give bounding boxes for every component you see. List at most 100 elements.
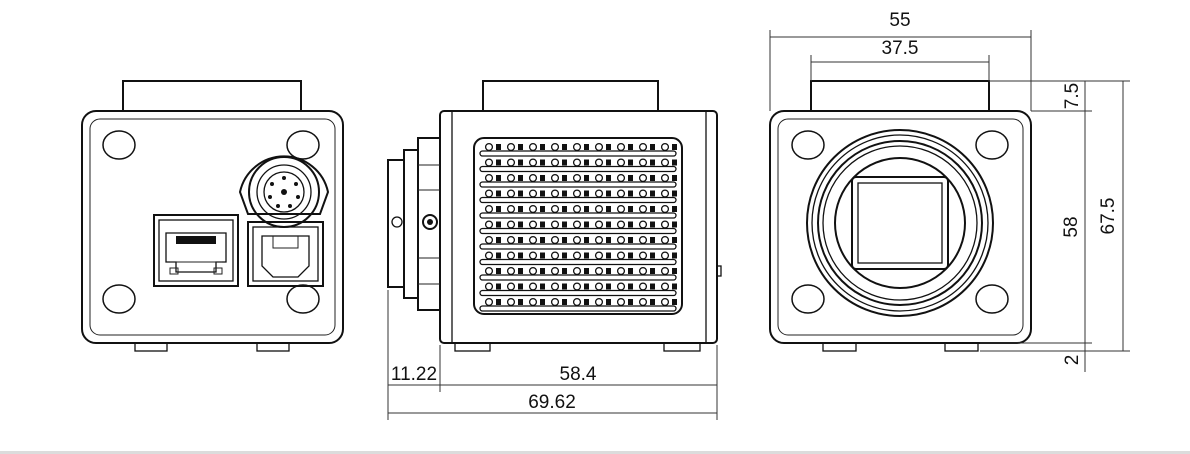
dim-height-overall: 67.5 — [1098, 198, 1119, 235]
vent-hole — [484, 142, 494, 152]
vent-fin — [606, 144, 611, 150]
vent-fin — [518, 237, 523, 243]
vent-fin — [540, 283, 545, 290]
vent-fin — [562, 299, 567, 305]
vent-fin — [540, 252, 545, 259]
dim-width-overall: 55 — [889, 10, 910, 31]
vent-fin — [562, 206, 567, 212]
dim-foot-height: 2 — [1062, 355, 1083, 366]
vent-fin — [496, 221, 501, 228]
vent-hole — [660, 158, 670, 167]
vent-fin — [606, 237, 611, 243]
vent-fin — [628, 252, 633, 259]
dim-top-tab-width: 37.5 — [882, 38, 919, 59]
vent-hole — [484, 266, 494, 276]
vent-fin — [628, 206, 633, 212]
vent-hole — [484, 251, 494, 260]
vent-fin — [562, 221, 567, 228]
vent-fin — [584, 252, 589, 259]
vent-hole — [616, 204, 626, 214]
vent-fin — [562, 144, 567, 150]
dimension-lines — [387, 30, 1130, 420]
vent-fin — [584, 299, 589, 305]
vent-fin — [606, 206, 611, 212]
vent-fin — [496, 175, 501, 181]
vent-slot — [479, 289, 677, 297]
vent-fin — [518, 159, 523, 166]
vent-hole — [660, 235, 670, 245]
vent-fin — [628, 175, 633, 181]
mount-hole-icon — [791, 284, 825, 314]
vent-hole — [594, 266, 604, 276]
vent-fin — [628, 221, 633, 228]
vent-fin — [672, 283, 677, 290]
vent-hole — [572, 189, 582, 198]
vent-fin — [496, 268, 501, 274]
bottom-divider — [0, 451, 1190, 454]
vent-hole — [660, 142, 670, 152]
vent-hole — [484, 158, 494, 167]
vent-fin — [562, 159, 567, 166]
vent-fin — [650, 206, 655, 212]
vent-fin — [606, 252, 611, 259]
vent-hole — [528, 282, 538, 291]
vent-hole — [550, 158, 560, 167]
side-view — [387, 80, 722, 352]
vent-fin — [518, 144, 523, 150]
vent-hole — [660, 266, 670, 276]
vent-fin — [518, 283, 523, 290]
vent-fin — [650, 190, 655, 197]
vent-hole — [550, 189, 560, 198]
vent-hole — [638, 158, 648, 167]
vent-fin — [496, 159, 501, 166]
vent-hole — [550, 142, 560, 152]
vent-hole — [660, 282, 670, 291]
vent-hole — [528, 235, 538, 245]
vent-fin — [672, 299, 677, 305]
vent-hole — [506, 251, 516, 260]
vent-hole — [484, 220, 494, 229]
dim-body-height: 58 — [1061, 216, 1082, 237]
vent-fin — [628, 268, 633, 274]
dim-length-overall: 69.62 — [528, 392, 576, 413]
vent-hole — [550, 220, 560, 229]
vent-hole — [638, 173, 648, 183]
vent-fin — [584, 237, 589, 243]
vent-fin — [584, 190, 589, 197]
vent-fin — [562, 283, 567, 290]
vent-fin — [496, 299, 501, 305]
vent-hole — [506, 173, 516, 183]
vent-fin — [540, 175, 545, 181]
usb-port-icon — [247, 221, 324, 287]
mount-hole-icon — [975, 130, 1009, 160]
vent-hole — [594, 173, 604, 183]
vent-fin — [650, 252, 655, 259]
vent-hole — [638, 282, 648, 291]
vent-fin — [496, 144, 501, 150]
vent-hole — [616, 282, 626, 291]
vent-hole — [616, 266, 626, 276]
vent-slot — [479, 181, 677, 188]
rear-foot-right — [256, 342, 290, 352]
vent-fin — [628, 159, 633, 166]
vent-fin — [650, 221, 655, 228]
vent-hole — [594, 142, 604, 152]
vent-hole — [638, 297, 648, 307]
vent-fin — [650, 299, 655, 305]
vent-fin — [650, 237, 655, 243]
vent-grid-icon — [473, 137, 683, 315]
vent-hole — [638, 266, 648, 276]
vent-fin — [650, 159, 655, 166]
rear-foot-left — [134, 342, 168, 352]
vent-fin — [562, 268, 567, 274]
vent-slot — [479, 305, 677, 312]
vent-hole — [638, 142, 648, 152]
vent-fin — [650, 268, 655, 274]
vent-hole — [594, 297, 604, 307]
dim-body-depth: 58.4 — [560, 364, 597, 385]
lens-mount-icon — [387, 137, 441, 311]
vent-hole — [528, 189, 538, 198]
vent-hole — [484, 204, 494, 214]
vent-hole — [638, 189, 648, 198]
